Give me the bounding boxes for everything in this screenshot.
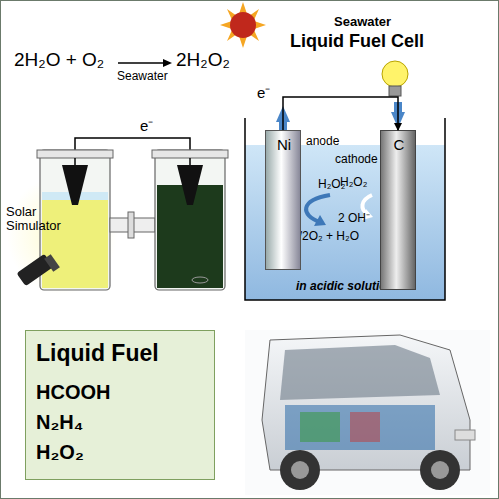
equation-text: 2H₂O + O₂ xyxy=(14,50,104,71)
cell-bridge xyxy=(110,212,155,238)
electrode: Nianode xyxy=(265,130,301,270)
electrode: Ccathode xyxy=(380,130,416,290)
electron-label: e⁻ xyxy=(140,118,153,135)
electron-arrow xyxy=(276,102,405,130)
reaction-arrow xyxy=(118,62,166,64)
chemical-label: 2 OH⁻ xyxy=(338,212,370,225)
reaction-arrow xyxy=(306,195,330,222)
box-heading: Liquid Fuel xyxy=(36,341,159,366)
equation-text: 2H₂O₂ xyxy=(176,50,230,71)
chemical-label: 1/2O₂ + H₂O xyxy=(292,230,359,243)
fuel-name: H₂O₂ xyxy=(36,441,84,463)
title-text: Liquid Fuel Cell xyxy=(290,32,424,52)
electrode-role: cathode xyxy=(335,153,378,166)
electrolyte-tank xyxy=(245,118,445,300)
arrow-head xyxy=(163,59,172,67)
circuit-wire xyxy=(283,97,398,130)
truck-image xyxy=(245,330,490,495)
chemical-label: H₂O₂ xyxy=(340,176,367,189)
light-bulb xyxy=(382,61,408,96)
fuel-name: N₂H₄ xyxy=(36,411,83,433)
device-label: Solar Simulator xyxy=(6,205,66,234)
light-glow xyxy=(7,175,117,295)
electrode-label: C xyxy=(381,137,417,154)
sun-symbol xyxy=(220,2,266,48)
title-text: Seawater xyxy=(334,15,391,29)
dark-cell xyxy=(152,150,228,290)
condition-label: Seawater xyxy=(117,70,168,83)
electrode-label: Ni xyxy=(266,137,302,154)
arrow-head xyxy=(314,215,326,226)
fuel-name: HCOOH xyxy=(36,381,110,403)
fuel-list-box: Liquid FuelHCOOH N₂H₄ H₂O₂ xyxy=(25,330,215,480)
electron-label: e⁻ xyxy=(257,85,270,102)
solar-lamp xyxy=(16,254,59,287)
electrode-role: anode xyxy=(306,135,339,148)
